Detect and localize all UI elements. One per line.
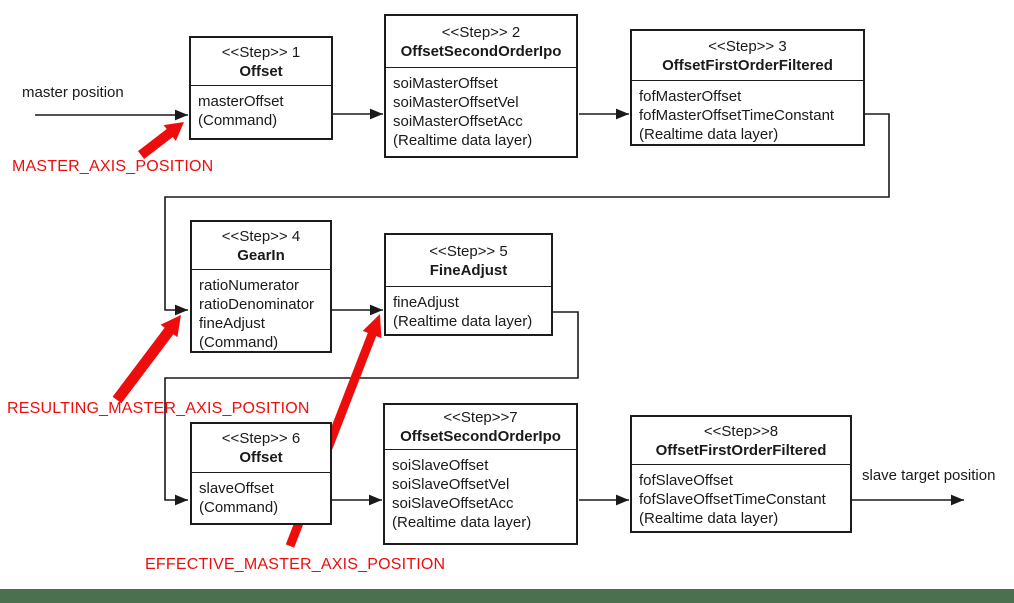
step-box-3-body: fofMasterOffset fofMasterOffsetTimeConst… [632, 81, 863, 144]
step-param: fineAdjust [199, 315, 265, 332]
step-box-8: <<Step>>8 OffsetFirstOrderFiltered fofSl… [630, 415, 852, 533]
step-box-5-title: <<Step>> 5 FineAdjust [386, 235, 551, 287]
footer-bar [0, 589, 1014, 603]
step-box-6: <<Step>> 6 Offset slaveOffset (Command) [190, 422, 332, 525]
step-param: ratioNumerator [199, 277, 300, 294]
connector-step3-step4-feedback [164, 113, 890, 316]
step-box-7: <<Step>>7 OffsetSecondOrderIpo soiSlaveO… [383, 403, 578, 545]
step-param: soiSlaveOffset [392, 457, 489, 474]
step-box-2-body: soiMasterOffset soiMasterOffsetVel soiMa… [386, 68, 576, 156]
step-name: OffsetFirstOrderFiltered [662, 56, 833, 74]
step-param: (Command) [199, 334, 279, 351]
annotation-arrow-resulting-master-axis-icon [112, 315, 181, 404]
step-box-4-body: ratioNumerator ratioDenominator fineAdju… [192, 270, 330, 352]
step-param: (Realtime data layer) [393, 313, 533, 330]
step-box-8-body: fofSlaveOffset fofSlaveOffsetTimeConstan… [632, 465, 850, 531]
step-param: fofSlaveOffsetTimeConstant [639, 491, 826, 508]
annotation-label-effective-master-axis-position: EFFECTIVE_MASTER_AXIS_POSITION [145, 556, 446, 573]
step-name: FineAdjust [429, 261, 508, 279]
step-param: soiMasterOffsetVel [393, 94, 519, 111]
step-box-6-body: slaveOffset (Command) [192, 473, 330, 523]
step-stereotype: <<Step>> 2 [441, 23, 521, 41]
step-param: (Realtime data layer) [392, 514, 532, 531]
step-box-8-title: <<Step>>8 OffsetFirstOrderFiltered [632, 417, 850, 465]
step-stereotype: <<Step>>8 [703, 422, 779, 440]
step-stereotype: <<Step>>7 [443, 409, 518, 426]
step-box-1: <<Step>> 1 Offset masterOffset (Command) [189, 36, 333, 140]
step-box-2: <<Step>> 2 OffsetSecondOrderIpo soiMaste… [384, 14, 578, 158]
step-box-4-title: <<Step>> 4 GearIn [192, 222, 330, 270]
step-stereotype: <<Step>> 3 [708, 37, 787, 55]
step-name: OffsetSecondOrderIpo [400, 428, 561, 445]
step-stereotype: <<Step>> 5 [429, 242, 508, 260]
annotation-arrow-master-axis-icon [138, 122, 184, 159]
step-param: fofSlaveOffset [639, 472, 733, 489]
step-stereotype: <<Step>> 4 [221, 227, 301, 245]
step-param: slaveOffset [199, 480, 274, 497]
step-param: (Command) [198, 112, 278, 129]
step-name: GearIn [237, 246, 285, 264]
step-box-1-title: <<Step>> 1 Offset [191, 38, 331, 86]
step-name: OffsetSecondOrderIpo [400, 42, 562, 60]
step-param: ratioDenominator [199, 296, 315, 313]
step-box-3-title: <<Step>> 3 OffsetFirstOrderFiltered [632, 31, 863, 81]
step-stereotype: <<Step>> 1 [221, 43, 301, 61]
step-box-7-body: soiSlaveOffset soiSlaveOffsetVel soiSlav… [385, 450, 576, 543]
step-name: OffsetFirstOrderFiltered [655, 441, 827, 459]
input-flow-label: master position [22, 84, 124, 101]
step-box-1-body: masterOffset (Command) [191, 86, 331, 138]
step-box-5: <<Step>> 5 FineAdjust fineAdjust (Realti… [384, 233, 553, 336]
step-param: soiMasterOffset [393, 75, 498, 92]
annotation-label-master-axis-position: MASTER_AXIS_POSITION [12, 158, 214, 175]
connector-step5-step6-feedback [164, 311, 579, 506]
step-box-5-body: fineAdjust (Realtime data layer) [386, 287, 551, 334]
step-param: soiSlaveOffsetAcc [392, 495, 514, 512]
step-param: (Realtime data layer) [639, 510, 779, 527]
step-param: (Realtime data layer) [393, 132, 533, 149]
step-param: fofMasterOffset [639, 88, 742, 105]
step-param: fineAdjust [393, 294, 459, 311]
step-box-2-title: <<Step>> 2 OffsetSecondOrderIpo [386, 16, 576, 68]
output-flow-label: slave target position [862, 467, 996, 484]
step-param: soiSlaveOffsetVel [392, 476, 510, 493]
annotation-label-resulting-master-axis-position: RESULTING_MASTER_AXIS_POSITION [7, 400, 310, 417]
step-param: (Realtime data layer) [639, 126, 779, 143]
step-param: masterOffset [198, 93, 284, 110]
step-box-6-title: <<Step>> 6 Offset [192, 424, 330, 473]
step-box-7-title: <<Step>>7 OffsetSecondOrderIpo [385, 405, 576, 450]
step-box-4: <<Step>> 4 GearIn ratioNumerator ratioDe… [190, 220, 332, 353]
step-param: soiMasterOffsetAcc [393, 113, 523, 130]
step-stereotype: <<Step>> 6 [221, 430, 301, 447]
step-name: Offset [239, 62, 283, 80]
step-name: Offset [239, 449, 283, 466]
step-param: fofMasterOffsetTimeConstant [639, 107, 835, 124]
step-param: (Command) [199, 499, 279, 516]
step-box-3: <<Step>> 3 OffsetFirstOrderFiltered fofM… [630, 29, 865, 146]
